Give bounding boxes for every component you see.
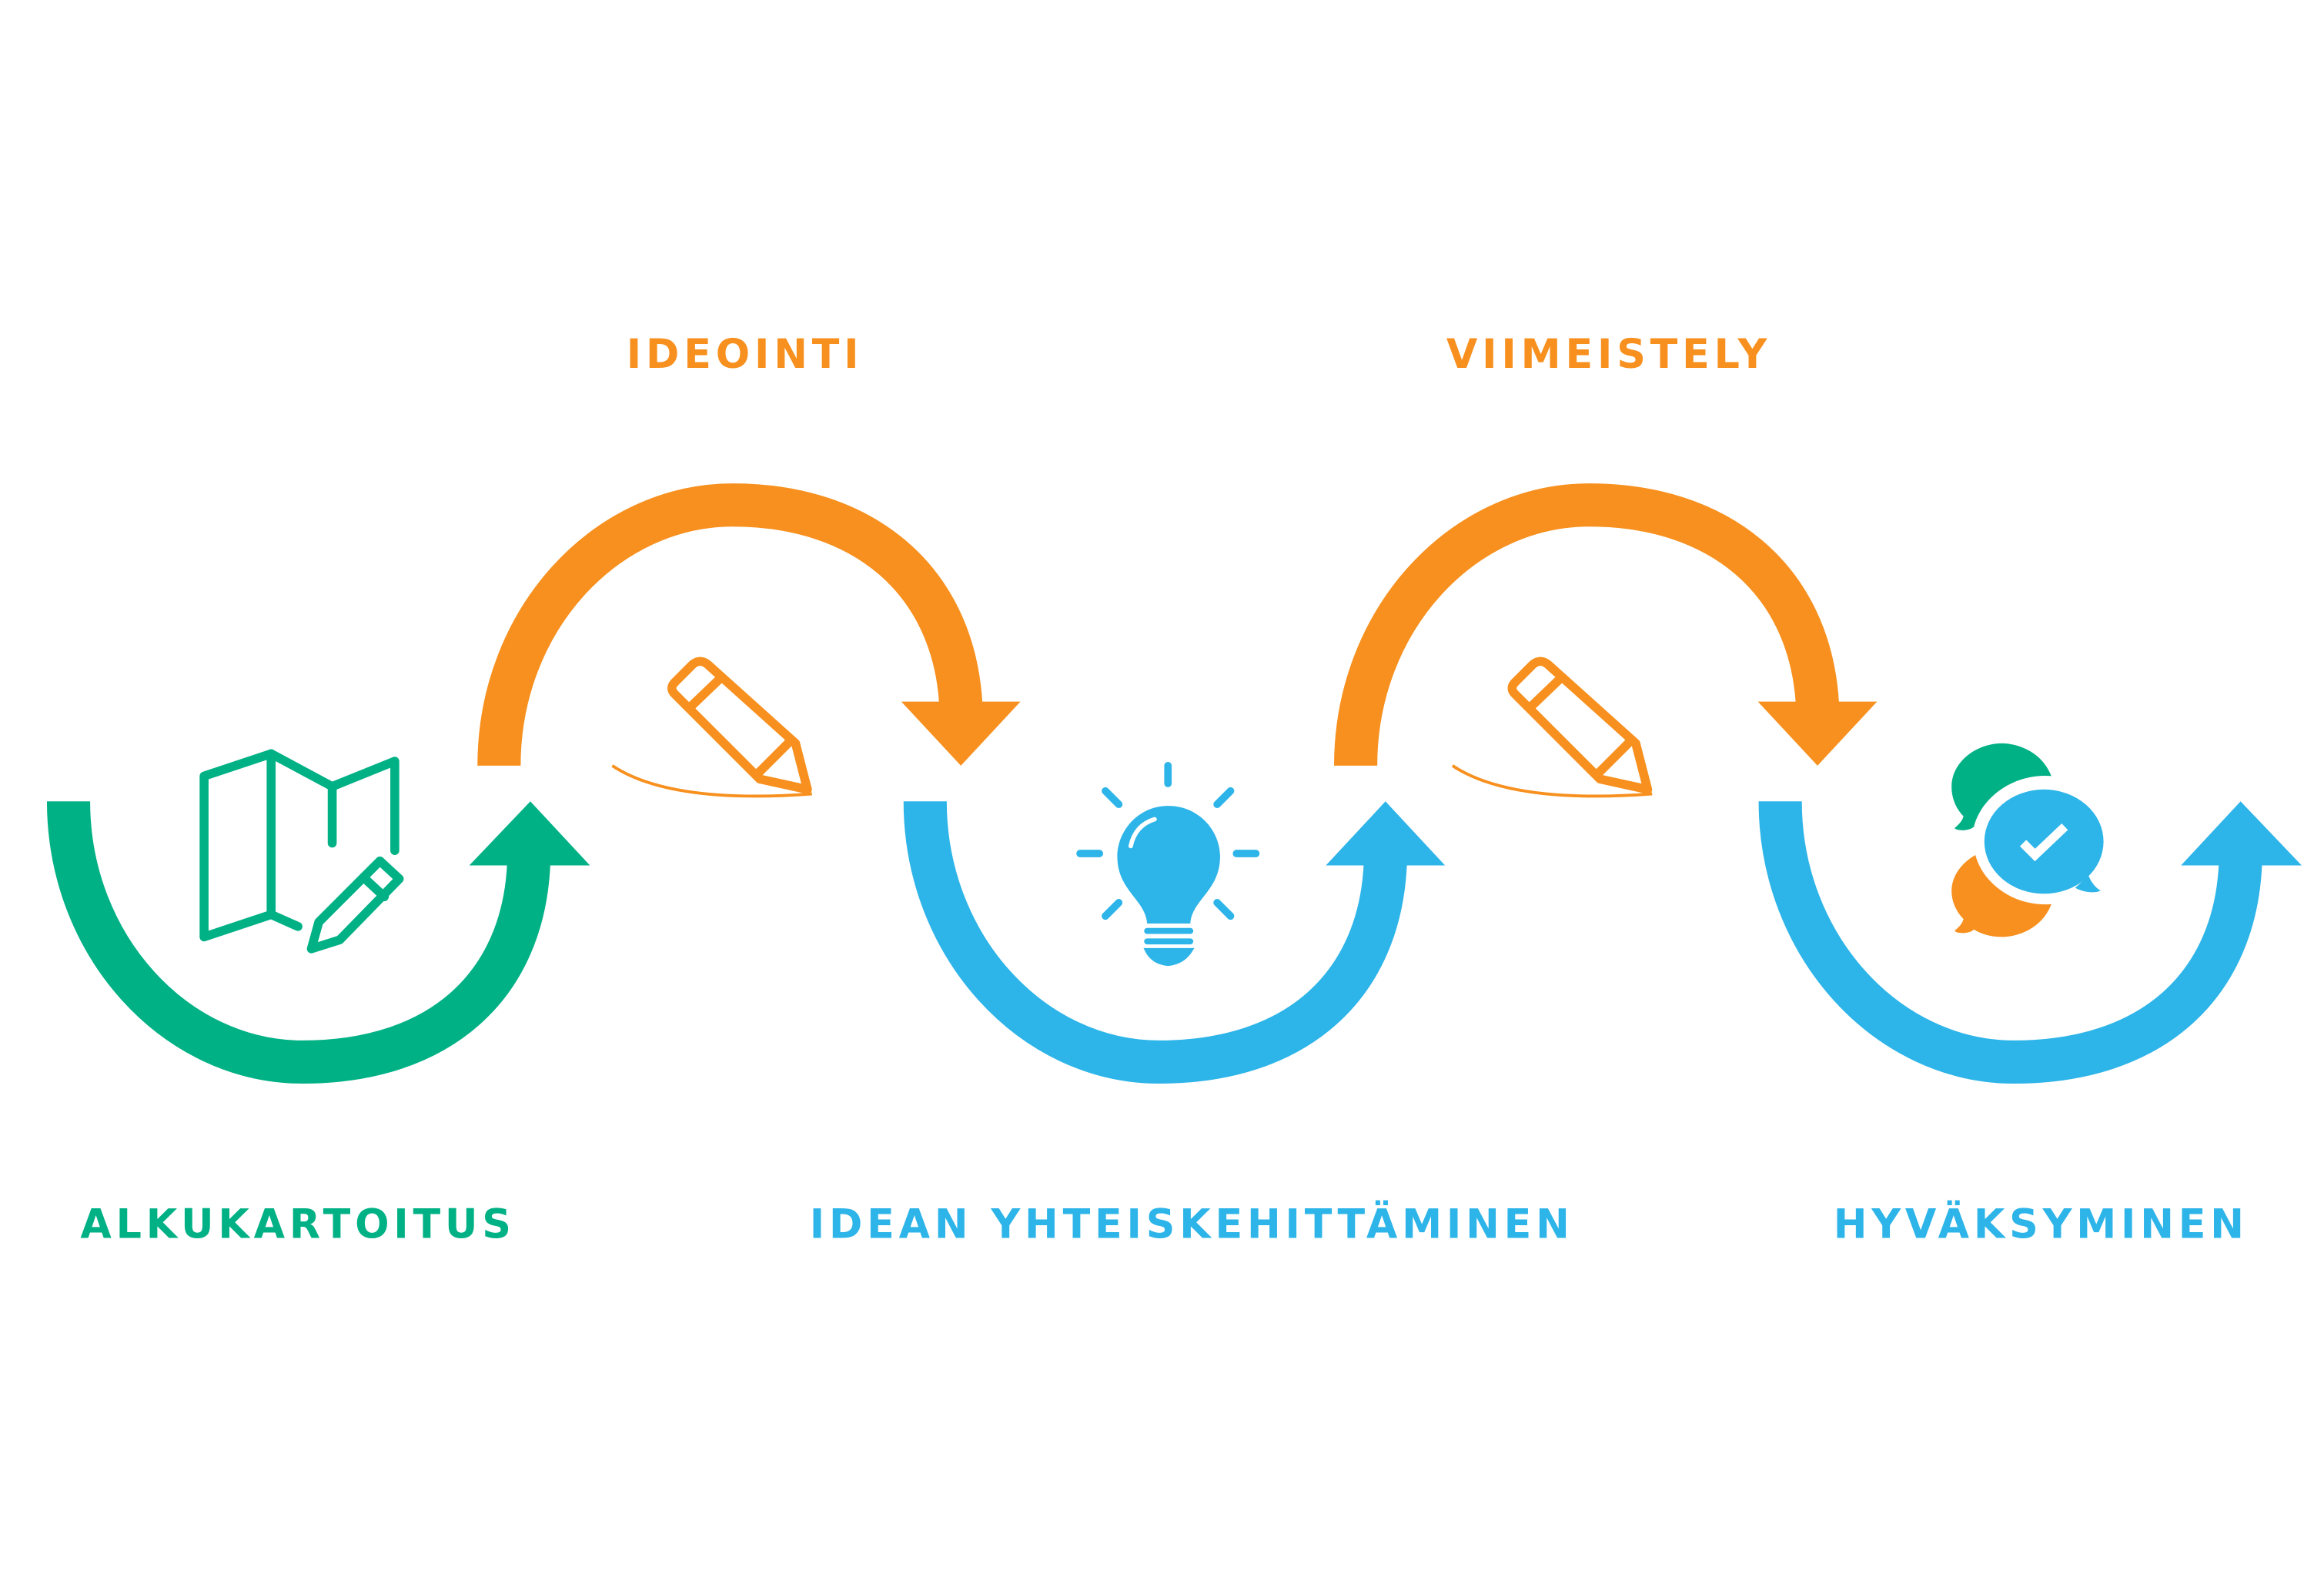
arrow-viimeistely: [1334, 483, 1878, 767]
arrow-ideointi: [477, 483, 1021, 767]
pencil-icon: [611, 656, 812, 798]
step-label-alkukartoitus: ALKUKARTOITUS: [80, 1201, 515, 1248]
arrow-hyvaksyminen: [1758, 800, 2302, 1084]
step-label-idean-yhteiskehittaminen: IDEAN YHTEISKEHITTÄMINEN: [810, 1201, 1574, 1248]
step-label-hyvaksyminen: HYVÄKSYMINEN: [1834, 1201, 2249, 1248]
arrow-alkukartoitus: [46, 800, 590, 1084]
pencil-icon: [1451, 656, 1653, 798]
step-label-ideointi: IDEOINTI: [627, 332, 864, 378]
lightbulb-icon: [1076, 762, 1260, 967]
map-pencil-icon: [199, 749, 404, 954]
chat-bubbles-check-icon: [1951, 743, 2104, 937]
arrow-idean-yhteiskehittaminen: [903, 800, 1446, 1084]
step-label-viimeistely: VIIMEISTELY: [1446, 332, 1771, 378]
